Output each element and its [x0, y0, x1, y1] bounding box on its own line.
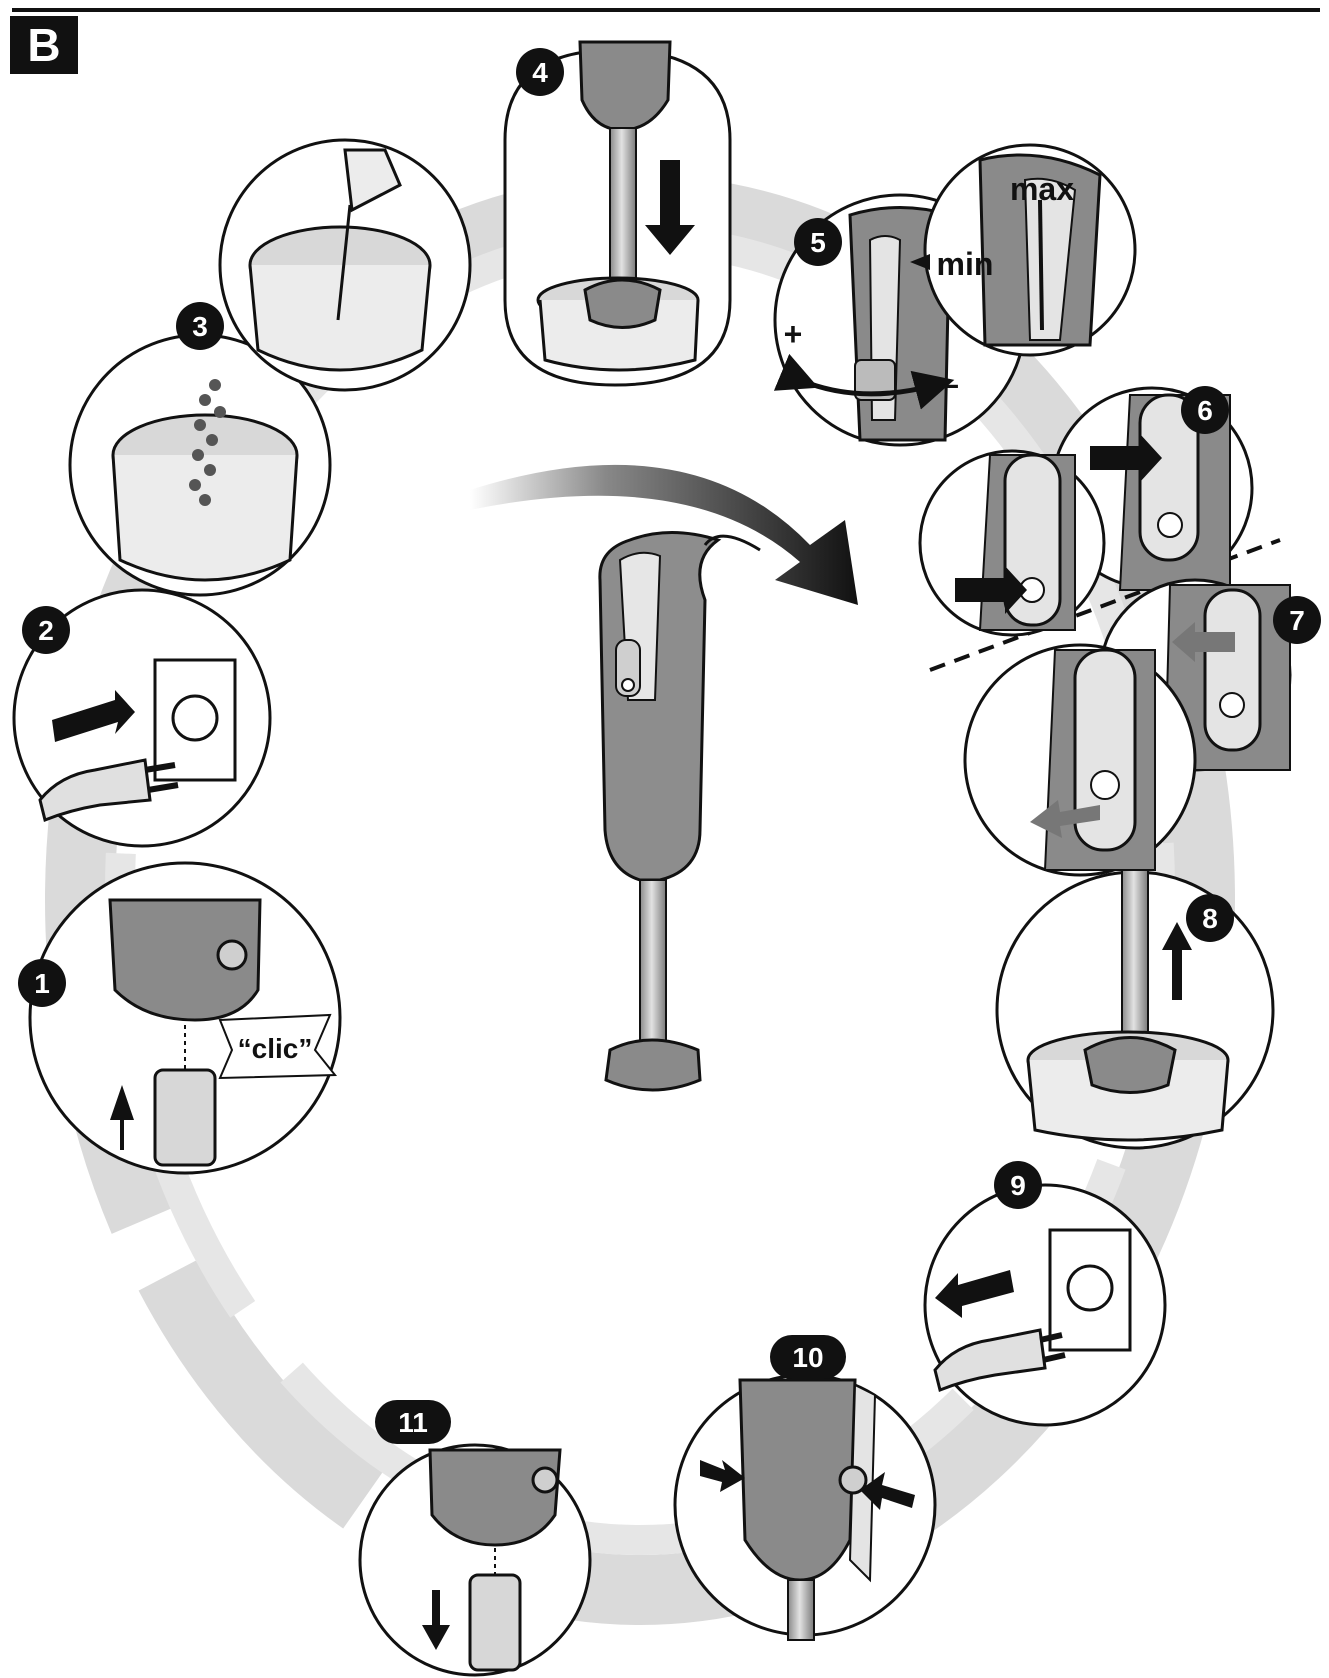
svg-text:11: 11	[398, 1407, 428, 1438]
flow-arrow	[470, 464, 858, 605]
svg-text:2: 2	[38, 615, 54, 646]
top-rule	[12, 8, 1320, 12]
svg-text:10: 10	[792, 1342, 823, 1373]
clic-callout: “clic”	[238, 1033, 313, 1064]
step-8-badge: 8	[1186, 894, 1234, 942]
svg-text:5: 5	[810, 227, 826, 258]
section-badge: B	[10, 16, 78, 74]
step-3-badge: 3	[176, 302, 224, 350]
svg-text:6: 6	[1197, 395, 1213, 426]
step-1-badge: 1	[18, 959, 66, 1007]
step-6-badge: 6	[1181, 386, 1229, 434]
step-5-badge: 5	[794, 218, 842, 266]
speed-minus-label: –	[941, 366, 959, 402]
step-4-badge: 4	[516, 48, 564, 96]
step-11-badge: 11	[375, 1400, 451, 1444]
step-3-panel	[68, 138, 472, 597]
svg-text:4: 4	[532, 57, 548, 88]
step-10-badge: 10	[770, 1335, 846, 1379]
step-8-panel	[995, 869, 1275, 1150]
step-6-panel	[918, 386, 1254, 637]
svg-text:3: 3	[192, 311, 208, 342]
step-2-panel	[12, 588, 272, 848]
min-label: min	[937, 246, 994, 282]
step-9-badge: 9	[994, 1161, 1042, 1209]
step-7-panel	[963, 578, 1292, 877]
step-5-panel: + – max min	[773, 143, 1137, 447]
step-11-panel	[358, 1443, 592, 1677]
step-10-panel	[673, 1373, 937, 1641]
svg-text:9: 9	[1010, 1170, 1026, 1201]
step-2-badge: 2	[22, 606, 70, 654]
step-4-panel	[503, 40, 732, 387]
svg-text:8: 8	[1202, 903, 1218, 934]
speed-plus-label: +	[784, 316, 803, 352]
step-1-panel: “clic”	[28, 861, 342, 1175]
step-9-panel	[923, 1183, 1167, 1427]
step-7-badge: 7	[1273, 596, 1321, 644]
separator-line	[929, 538, 1281, 672]
max-label: max	[1010, 171, 1074, 207]
svg-text:1: 1	[34, 968, 50, 999]
hand-blender-illustration	[598, 531, 761, 1092]
svg-text:7: 7	[1289, 605, 1305, 636]
